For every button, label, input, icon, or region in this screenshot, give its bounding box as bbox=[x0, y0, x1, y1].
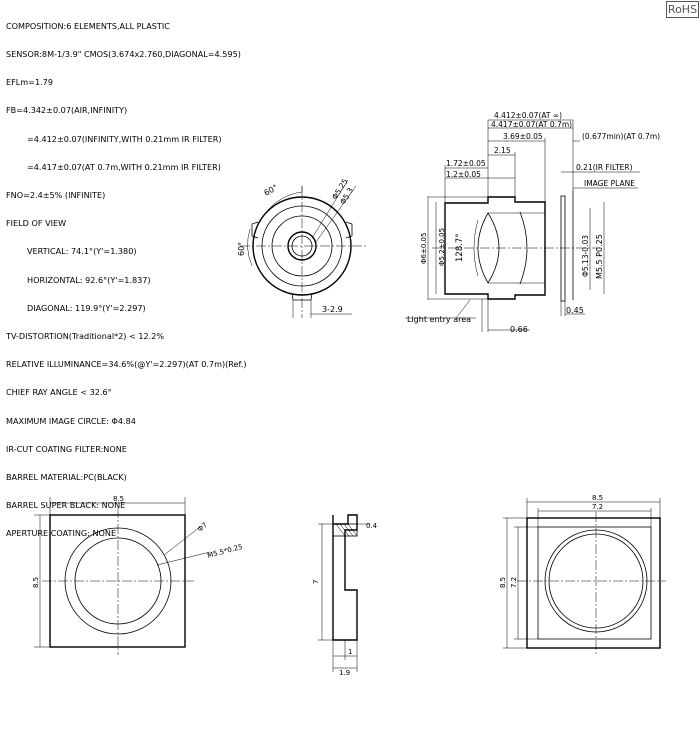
dim-066-label: 0.66 bbox=[510, 325, 528, 334]
spec-fov: FIELD OF VIEW bbox=[6, 218, 67, 229]
angle-left-label: 60° bbox=[237, 242, 246, 256]
lens-notch-left bbox=[251, 221, 259, 239]
holder-side-19-label: 1.9 bbox=[339, 669, 350, 677]
spec-efl: EFLm=1.79 bbox=[6, 77, 53, 88]
spec-fb-07: =4.417±0.07(AT 0.7m,WITH 0.21mm IR FILTE… bbox=[27, 161, 221, 172]
dim-215-label: 2.15 bbox=[494, 146, 511, 155]
angle-arc-left bbox=[247, 228, 253, 267]
holder-side-7-label: 7 bbox=[312, 580, 320, 584]
ir-filter-label: 0.21(IR FILTER) bbox=[576, 163, 633, 172]
spec-fb-ir: =4.412±0.07(INFINITY,WITH 0.21mm IR FILT… bbox=[27, 133, 222, 144]
slot-dim-label: 3-2.9 bbox=[322, 305, 343, 314]
dim-fb-07-label: 4.417±0.07(AT 0.7m) bbox=[491, 120, 572, 129]
holder-back-height-inner-label: 7.2 bbox=[510, 577, 518, 588]
dia-leader-2 bbox=[315, 185, 357, 243]
dim-12-label: 1.2±0.05 bbox=[446, 170, 481, 179]
holder-front-width-label: 8.5 bbox=[113, 495, 124, 503]
spec-ir-cut: IR-CUT COATING FILTER:NONE bbox=[6, 443, 127, 454]
dia-leader-1 bbox=[311, 179, 349, 239]
angle-1287-label: 128.7° bbox=[455, 233, 465, 262]
light-entry-leader bbox=[455, 299, 471, 319]
spec-barrel-black: BARREL SUPER BLACK: NONE bbox=[6, 500, 126, 511]
holder-back-inner-square bbox=[537, 526, 652, 640]
light-entry-label: Light entry area bbox=[407, 315, 471, 324]
holder-front-thread-leader bbox=[156, 551, 211, 566]
holder-front-dia7-leader bbox=[163, 526, 201, 556]
lens-side-view: 4.412±0.07(AT ∞) 4.417±0.07(AT 0.7m) 3.6… bbox=[405, 111, 660, 334]
spec-illuminance: RELATIVE ILLUMINANCE=34.6%(@Y'=2.297)(AT… bbox=[6, 359, 247, 370]
dim-172-label: 1.72±0.05 bbox=[446, 159, 486, 168]
rear-lens-curve bbox=[519, 211, 528, 285]
dim-0677-label: (0.677min)(AT 0.7m) bbox=[582, 132, 660, 141]
holder-front-dia7-label: Φ7 bbox=[196, 521, 209, 534]
dim-369-label: 3.69±0.05 bbox=[503, 132, 543, 141]
spec-fov-horizontal: HORIZONTAL: 92.6°(Y'=1.837) bbox=[27, 274, 151, 285]
spec-distortion: TV-DISTORTION(Traditional*2) < 12.2% bbox=[6, 331, 165, 342]
holder-side-04-label: 0.4 bbox=[366, 522, 378, 530]
lens-front-view: 60° 60° Φ5.25 Φ5.3 3-2.9 bbox=[237, 177, 366, 318]
spec-fov-vertical: VERTICAL: 74.1°(Y'=1.380) bbox=[27, 246, 137, 257]
dia513-label: Φ5.13-0.03 bbox=[581, 235, 590, 277]
holder-back-width-inner-label: 7.2 bbox=[592, 503, 603, 511]
holder-side-hatch bbox=[335, 523, 358, 537]
angle-arc-top bbox=[259, 191, 303, 223]
holder-back-height-outer-label: 8.5 bbox=[499, 577, 507, 588]
spec-fb-air: FB=4.342±0.07(AIR,INFINITY) bbox=[6, 105, 128, 116]
holder-front-view: 8.5 8.5 Φ7 M5.5*0.25 bbox=[32, 495, 244, 655]
angle-top-label: 60° bbox=[263, 183, 280, 198]
holder-side-outline bbox=[332, 514, 358, 641]
spec-fov-diagonal: DIAGONAL: 119.9°(Y'=2.297) bbox=[27, 302, 146, 313]
spec-composition: COMPOSITION:6 ELEMENTS,ALL PLASTIC bbox=[6, 20, 170, 31]
spec-fno: FNO=2.4±5% (INFINITE) bbox=[6, 190, 106, 201]
holder-front-thread-label: M5.5*0.25 bbox=[206, 543, 243, 560]
dim-045-label: 0.45 bbox=[566, 306, 584, 315]
front-lens-curve bbox=[477, 212, 489, 284]
spec-cra: CHIEF RAY ANGLE < 32.6° bbox=[6, 387, 112, 398]
dia6-label: Φ6±0.05 bbox=[420, 233, 428, 264]
holder-side-view: 0.4 7 1 1.9 bbox=[312, 514, 378, 677]
holder-back-width-outer-label: 8.5 bbox=[592, 494, 603, 502]
holder-back-outer-square bbox=[526, 517, 661, 649]
dim-fb-air-label: 4.412±0.07(AT ∞) bbox=[494, 111, 562, 120]
spec-barrel-material: BARREL MATERIAL:PC(BLACK) bbox=[6, 472, 127, 483]
dia52-label: Φ5.2±0.05 bbox=[438, 228, 446, 266]
ir-filter bbox=[560, 195, 566, 302]
image-plane-label: IMAGE PLANE bbox=[584, 179, 635, 188]
rohs-badge: RoHS bbox=[666, 1, 699, 18]
spec-aperture-coating: APERTURE COATING: NONE bbox=[6, 528, 117, 539]
holder-side-1-label: 1 bbox=[348, 648, 352, 656]
spec-image-circle: MAXIMUM IMAGE CIRCLE: Φ4.84 bbox=[6, 415, 136, 426]
holder-back-view: 8.5 7.2 8.5 7.2 bbox=[499, 494, 666, 654]
thread-label: M5.5 P0.25 bbox=[595, 234, 604, 279]
spec-list: COMPOSITION:6 ELEMENTS,ALL PLASTIC SENSO… bbox=[6, 3, 247, 548]
spec-sensor: SENSOR:8M-1/3.9" CMOS(3.674x2.760,DIAGON… bbox=[6, 49, 241, 60]
holder-front-height-label: 8.5 bbox=[32, 577, 40, 588]
lens-notch-right bbox=[345, 221, 353, 239]
